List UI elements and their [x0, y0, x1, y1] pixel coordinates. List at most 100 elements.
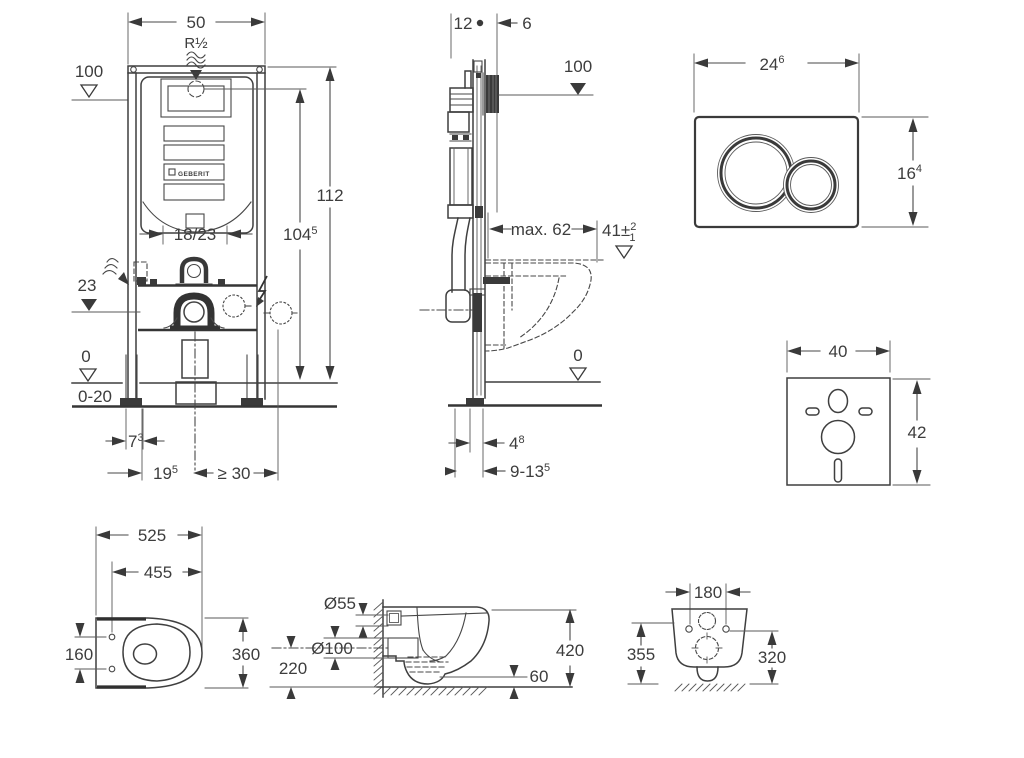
rail-profile — [466, 59, 486, 405]
dim-pad-height-label: 42 — [908, 423, 927, 442]
dim-total-height-420-label: 420 — [556, 641, 584, 660]
brand-logo-label: GEBERIT — [178, 171, 210, 178]
level-100-side-label: 100 — [564, 57, 592, 76]
dim-rim-60-label: 60 — [530, 667, 549, 686]
dim-top-depths: 12 6 — [450, 13, 532, 213]
supply-hole-dashed-circle — [187, 80, 205, 98]
dim-rim-60: 60 — [439, 665, 549, 699]
level-marker-icon — [79, 84, 99, 99]
dim-bolt-spacing-160: 160 — [65, 623, 107, 683]
floor-levels: 0 0-20 — [71, 347, 338, 408]
dim-height-355-label: 355 — [627, 645, 655, 664]
dim-outlet-offset: 195 ≥ 30 — [107, 329, 279, 483]
dim-plate-width-label: 246 — [759, 54, 784, 74]
dim-pad-width: 40 — [786, 340, 891, 373]
junction-boxes — [222, 275, 298, 325]
dim-bolt-spacing-180: 180 — [665, 583, 751, 625]
level-23-label: 23 — [78, 276, 97, 295]
dim-clearance-label: ≥ 30 — [218, 464, 251, 483]
dim-width-50-label: 50 — [187, 13, 206, 32]
toilet-top-view: 525 455 160 360 — [65, 526, 260, 689]
dim-bracket-depth-label: 6 — [522, 14, 531, 33]
dim-total-height-420: 420 — [491, 609, 584, 687]
floor-section — [376, 686, 573, 696]
floor-levels-side: 0 — [448, 346, 602, 407]
dim-height-112: 112 — [267, 66, 344, 380]
dim-outlet-height-220-label: 220 — [279, 659, 307, 678]
dashed-toilet-outline — [485, 259, 605, 352]
flush-plate-body — [693, 115, 860, 229]
dim-outlet-height-220: 220 — [269, 636, 389, 699]
dim-foot-offset-label: 73 — [128, 432, 144, 451]
dim-width-50: 50 — [127, 12, 266, 65]
dim-inlet-diameter: Ø55 — [324, 594, 389, 638]
supply-thread-label: R½ — [184, 35, 208, 52]
dim-flush-bend-18-23: 18/23 — [139, 225, 253, 245]
outlet-assembly — [175, 331, 217, 471]
dim-pad-height: 42 — [892, 378, 931, 486]
level-0-label: 0 — [81, 347, 90, 366]
dim-max-62-label: max. 62 — [511, 220, 571, 239]
toilet-rear-view: 180 355 320 — [627, 583, 786, 692]
flush-plate-view: 246 164 — [693, 53, 929, 229]
dim-height-320-label: 320 — [758, 648, 786, 667]
dim-height-104-5-label: 1045 — [283, 225, 318, 244]
brand-logo-box-icon — [168, 168, 176, 176]
level-100-side: 100 — [498, 57, 594, 96]
side-view: 12 6 — [419, 13, 636, 481]
dim-outlet-offset-label: 195 — [153, 464, 178, 483]
support-and-rod — [469, 277, 510, 332]
dim-foot-depth: 48 — [448, 408, 525, 478]
frame-structure — [120, 65, 266, 406]
front-view: 50 R½ 100 — [71, 12, 344, 483]
level-100-label: 100 — [75, 62, 103, 81]
level-100: 100 — [71, 62, 129, 101]
dim-plate-height: 164 — [861, 116, 929, 228]
dim-plate-height-label: 164 — [897, 163, 922, 183]
water-wave-icon — [186, 51, 206, 69]
dim-height-320: 320 — [729, 630, 786, 685]
toilet-top-body — [95, 617, 203, 689]
pad-body — [786, 377, 891, 486]
dim-height-355: 355 — [627, 622, 675, 685]
toilet-rear-body — [671, 608, 748, 692]
dim-bolt-spacing-180-label: 180 — [694, 583, 722, 602]
dim-toilet-depth: 525 455 — [95, 526, 203, 649]
cross-rails — [133, 261, 257, 332]
right-foot — [241, 398, 263, 406]
dim-pad-width-label: 40 — [829, 342, 848, 361]
dim-inlet-diameter-label: Ø55 — [324, 594, 356, 613]
toilet-side-body — [382, 606, 490, 685]
toilet-side-view: Ø55 Ø100 220 420 — [269, 594, 584, 699]
dim-bolt-spacing-160-label: 160 — [65, 645, 93, 664]
left-foot — [120, 398, 142, 406]
floor-buildup-label: 0-20 — [78, 387, 112, 406]
level-0-side-label: 0 — [573, 346, 582, 365]
dim-toilet-width-360-label: 360 — [232, 645, 260, 664]
level-23: 23 — [71, 276, 141, 313]
lightning-bolt-icon — [257, 275, 268, 303]
dim-toilet-depth-label: 525 — [138, 526, 166, 545]
dim-flush-bend-label: 18/23 — [174, 225, 217, 244]
dim-foot-depth-label: 48 — [509, 434, 525, 453]
dim-max-62: max. 62 — [487, 212, 598, 263]
water-inlet-clamp — [175, 256, 213, 285]
dim-height-104-5: 1045 — [204, 88, 318, 380]
cistern: GEBERIT — [140, 76, 254, 234]
dim-bolt-to-front-label: 455 — [144, 563, 172, 582]
flush-buttons — [717, 134, 839, 213]
dim-wall-distance: 9-135 — [445, 462, 550, 481]
wall-bracket — [482, 72, 499, 116]
drain-clamp — [163, 292, 225, 330]
dim-toilet-width-360: 360 — [204, 617, 260, 689]
dim-foot-offset: 73 — [105, 408, 165, 451]
dim-wall-distance-label: 9-135 — [510, 462, 550, 481]
cistern-profile — [419, 70, 476, 323]
dim-height-112-label: 112 — [316, 186, 343, 205]
dim-frame-depth-label: 12 — [454, 14, 473, 33]
heat-wave-icon — [102, 258, 129, 285]
